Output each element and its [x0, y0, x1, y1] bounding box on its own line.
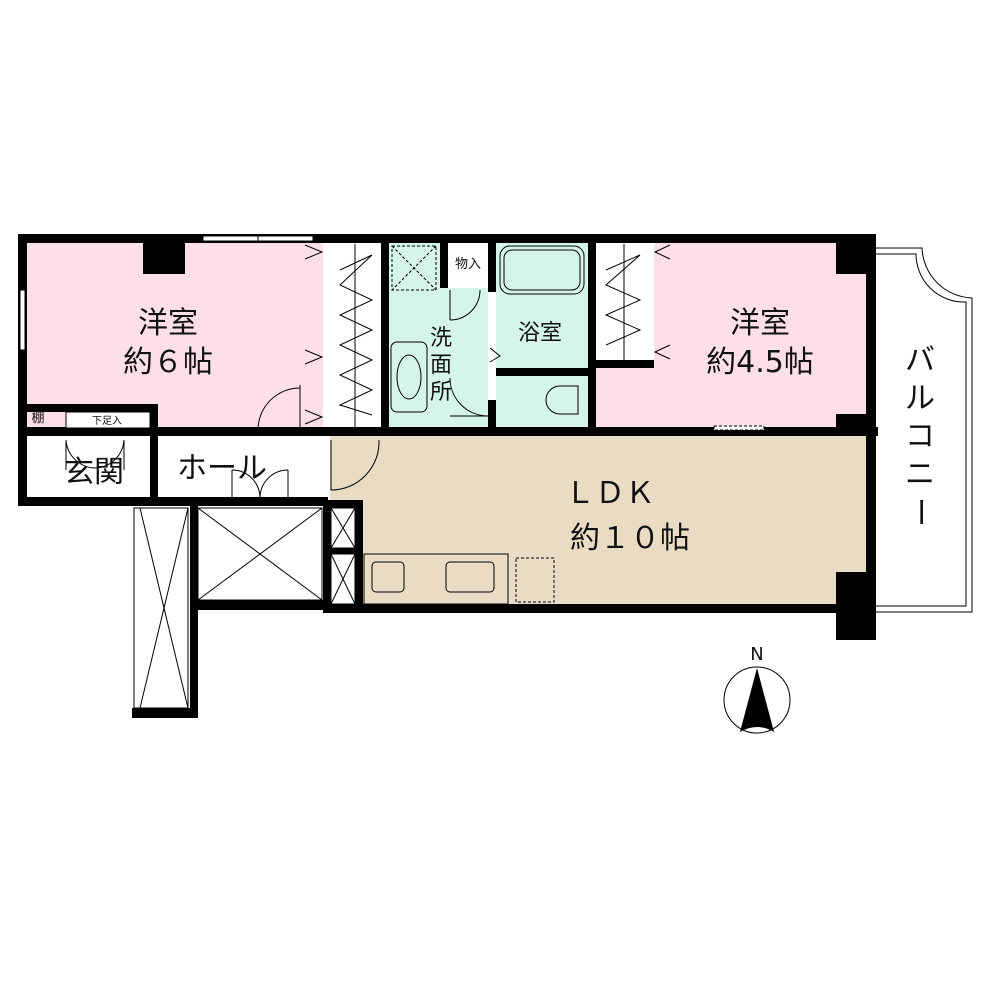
shoe-storage-box [65, 411, 151, 429]
hall-name: ホール [177, 451, 267, 486]
closet-west-fill [323, 242, 381, 430]
north-arrow-icon [740, 668, 774, 732]
ldk-fill [330, 436, 868, 608]
storage-name: 物入 [455, 257, 481, 272]
compass: N [723, 644, 791, 734]
balcony-char-3: コ [905, 419, 935, 454]
doors [65, 289, 501, 500]
closet-east-fill [596, 242, 654, 362]
washroom-char-2: 面 [430, 353, 452, 378]
balcony-char-4: ニ [905, 457, 935, 492]
balcony [876, 247, 973, 613]
washroom-char-1: 洗 [430, 326, 452, 351]
bedroom-east-size: 約4.5帖 [706, 345, 814, 380]
bedroom-west-size: 約６帖 [123, 345, 213, 380]
balcony-char-1: バ [905, 343, 935, 378]
fixtures [363, 245, 765, 605]
shoe-storage-name: 下足入 [92, 415, 122, 427]
bathroom-fill [496, 242, 588, 370]
toilet-fill [496, 376, 588, 430]
walls [18, 234, 878, 718]
washroom-char-3: 所 [430, 380, 452, 405]
compass-circle [723, 666, 791, 734]
shelf-name: 棚 [31, 411, 44, 426]
bedroom-west-name: 洋室 [138, 306, 198, 341]
storage-fill [448, 242, 488, 288]
entrance-name: 玄関 [64, 455, 124, 490]
closet-hangers [304, 244, 671, 428]
ldk-name: ＬＤＫ [565, 476, 655, 511]
ldk-size: 約１０帖 [570, 521, 690, 556]
bedroom-east-name: 洋室 [730, 306, 790, 341]
compass-label: N [750, 644, 763, 665]
bathroom-name: 浴室 [518, 321, 562, 346]
balcony-char-2: ル [905, 381, 935, 416]
balcony-char-5: ー [902, 497, 937, 527]
storage-cross-boxes [133, 507, 356, 709]
